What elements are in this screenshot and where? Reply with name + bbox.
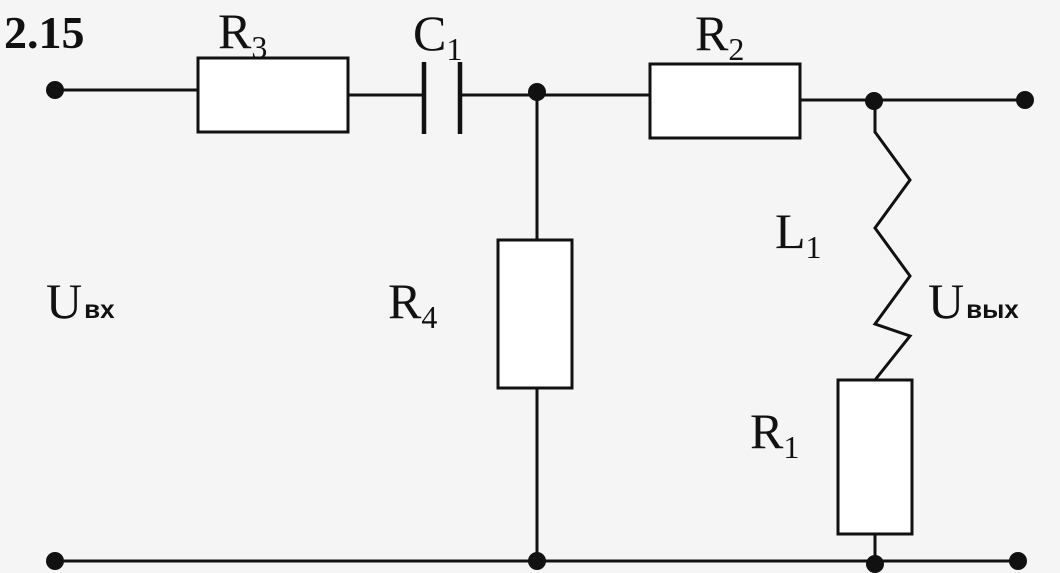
node-top-middle (528, 83, 546, 101)
label-l1: L1 (775, 203, 822, 265)
label-c1: C1 (413, 5, 462, 67)
label-r1: R1 (750, 403, 799, 465)
node-top-right (865, 92, 883, 110)
label-r2: R2 (695, 5, 744, 67)
output-terminal-top (1016, 91, 1034, 109)
inductor-l1 (872, 130, 913, 382)
resistor-r2 (648, 62, 802, 140)
problem-number: 2.15 (4, 7, 85, 58)
output-terminal-bottom (1009, 552, 1027, 570)
input-terminal-top (46, 81, 64, 99)
label-r3: R3 (218, 3, 267, 65)
label-r4: R4 (388, 273, 437, 335)
label-u-in: Uвх (46, 273, 115, 329)
label-u-out: Uвых (928, 273, 1019, 329)
input-terminal-bottom (46, 552, 64, 570)
node-bottom-middle (528, 552, 546, 570)
resistor-r1 (836, 378, 914, 536)
resistor-r4 (496, 238, 574, 390)
node-bottom-right (866, 555, 884, 573)
resistor-r3 (196, 56, 350, 134)
